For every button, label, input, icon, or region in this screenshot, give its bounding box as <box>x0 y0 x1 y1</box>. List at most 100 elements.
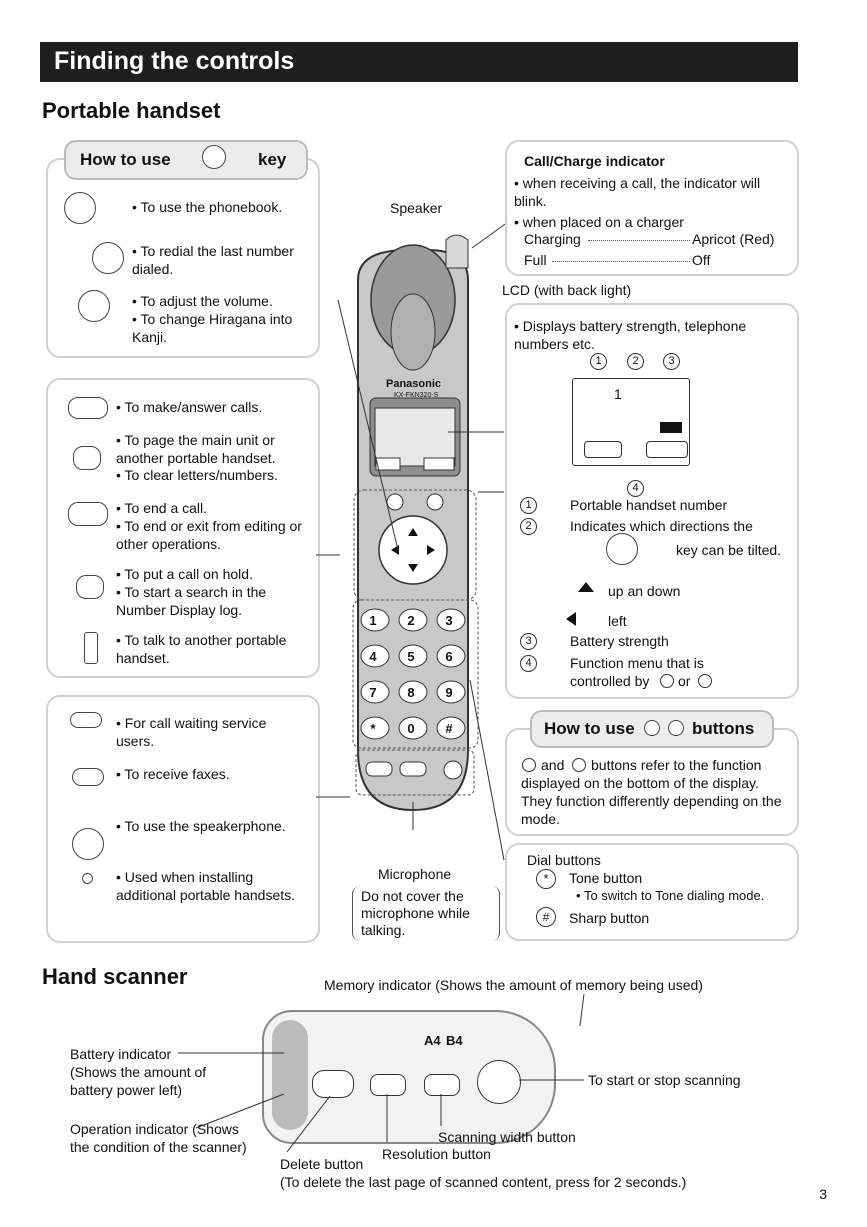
side-button-icon <box>84 632 98 664</box>
howto-key-suffix: key <box>258 150 287 169</box>
key-tilt-text: key can be tilted. <box>676 542 782 558</box>
btn-desc-speaker: To use the speakerphone. <box>116 817 312 835</box>
battery-icon <box>660 422 682 433</box>
lcd-screen-number: 1 <box>614 386 622 402</box>
a4-label: A4 <box>424 1033 441 1048</box>
charging-leader <box>588 240 690 241</box>
install-button-icon <box>82 873 93 884</box>
nav-key-tilt-icon <box>606 533 638 565</box>
btn-desc-end: To end a call. <box>116 499 312 517</box>
updown-text: up an down <box>608 583 681 599</box>
svg-text:7: 7 <box>369 685 376 700</box>
call-charge-charger: when placed on a charger <box>514 213 778 231</box>
legend-text-3: Battery strength <box>570 633 669 649</box>
btn-desc-install: Used when installing additional portable… <box>116 868 312 904</box>
call-charge-title: Call/Charge indicator <box>524 153 665 169</box>
legend-text-2: Indicates which directions the <box>570 518 753 534</box>
start-stop-label: To start or stop scanning <box>588 1072 741 1088</box>
svg-text:9: 9 <box>445 685 452 700</box>
legend-text-1: Portable handset number <box>570 497 728 513</box>
catch-button-icon <box>70 712 102 728</box>
left-text: left <box>608 613 627 629</box>
off-button-icon <box>68 502 108 526</box>
speaker-callout: Speaker <box>390 200 443 216</box>
svg-text:#: # <box>445 721 453 736</box>
f1-icon <box>660 674 674 688</box>
nav-key-icon <box>202 145 226 169</box>
start-stop-button-icon <box>477 1060 521 1104</box>
lcd-screen <box>572 378 690 466</box>
tone-key-icon: * <box>536 869 556 889</box>
charging-label: Charging <box>524 231 581 247</box>
howto-f-tab: How to use buttons <box>530 710 774 748</box>
btn-desc-page: To page the main unit or another portabl… <box>116 431 312 467</box>
fax-button-icon <box>72 768 104 786</box>
nav-key-right-icon <box>64 192 96 224</box>
btn-desc-callwaiting: For call waiting service users. <box>116 714 286 750</box>
section-heading-scanner: Hand scanner <box>42 964 188 989</box>
svg-text:3: 3 <box>445 613 452 628</box>
legend-num-1: 1 <box>520 497 537 514</box>
f1-tab-icon <box>644 720 660 736</box>
btn-desc-fax: To receive faxes. <box>116 765 312 783</box>
tone-note: To switch to Tone dialing mode. <box>576 887 764 904</box>
legend-num-2: 2 <box>520 518 537 535</box>
dial-title: Dial buttons <box>527 852 601 868</box>
svg-text:0: 0 <box>407 721 414 736</box>
intercom-button-icon <box>73 446 101 470</box>
microphone-note: Do not cover the microphone while talkin… <box>352 886 500 941</box>
memory-indicator-label: Memory indicator (Shows the amount of me… <box>324 977 703 993</box>
battery-indicator-label: Battery indicator (Shows the amount of b… <box>70 1046 207 1098</box>
legend-num-4: 4 <box>520 655 537 672</box>
lcd-func-left <box>584 441 622 458</box>
lcd-marker-1: 1 <box>590 353 607 370</box>
page-title: Finding the controls <box>54 47 295 75</box>
btn-desc-exit: To end or exit from editing or other ope… <box>116 517 312 553</box>
lcd-marker-4: 4 <box>627 480 644 497</box>
call-charge-blink: when receiving a call, the indicator wil… <box>514 174 778 210</box>
lcd-marker-3: 3 <box>663 353 680 370</box>
nav-key-updown-icon <box>78 290 110 322</box>
svg-text:5: 5 <box>407 649 414 664</box>
scanner-left-strip <box>272 1020 308 1130</box>
f-desc-text: buttons refer to the function displayed … <box>521 757 782 827</box>
f2-tab-icon <box>668 720 684 736</box>
delete-button-note: (To delete the last page of scanned cont… <box>280 1174 687 1190</box>
legend-num-3: 3 <box>520 633 537 650</box>
microphone-callout: Microphone <box>378 866 452 882</box>
legend-text-4: Function menu that is <box>570 655 704 671</box>
full-label: Full <box>524 252 547 268</box>
nav-item-phonebook: To use the phonebook. <box>132 198 312 216</box>
lcd-marker-2: 2 <box>627 353 644 370</box>
full-leader <box>552 261 690 262</box>
svg-text:8: 8 <box>407 685 414 700</box>
talk-button-icon <box>68 397 108 419</box>
nav-item-kanji: To change Hiragana into Kanji. <box>132 310 308 346</box>
lcd-desc: Displays battery strength, telephone num… <box>514 317 778 353</box>
lcd-panel <box>505 303 799 699</box>
svg-text:4: 4 <box>369 649 377 664</box>
resolution-button-label: Resolution button <box>382 1146 491 1162</box>
btn-desc-clear: To clear letters/numbers. <box>116 466 312 484</box>
section-heading-handset: Portable handset <box>42 98 221 123</box>
f2-desc-icon <box>572 758 586 772</box>
speaker-button-icon <box>72 828 104 860</box>
sharp-label: Sharp button <box>569 910 650 926</box>
controlled-by-text: controlled by <box>570 673 650 689</box>
nav-item-redial: To redial the last number dialed. <box>132 242 308 278</box>
f2-icon <box>698 674 712 688</box>
svg-text:*: * <box>370 721 376 736</box>
lcd-callout: LCD (with back light) <box>502 282 632 298</box>
btn-desc-talk: To make/answer calls. <box>116 398 312 416</box>
btn-desc-hold: To put a call on hold. <box>116 565 312 583</box>
width-button-label: Scanning width button <box>438 1129 576 1145</box>
btn-desc-search: To start a search in the Number Display … <box>116 583 312 619</box>
page-number: 3 <box>819 1186 827 1202</box>
page-header: Finding the controls <box>40 42 798 82</box>
howto-key-tab: How to use key <box>64 140 308 180</box>
sharp-key-icon: # <box>536 907 556 927</box>
btn-desc-intercom: To talk to another portable handset. <box>116 631 312 667</box>
full-value: Off <box>692 252 711 268</box>
